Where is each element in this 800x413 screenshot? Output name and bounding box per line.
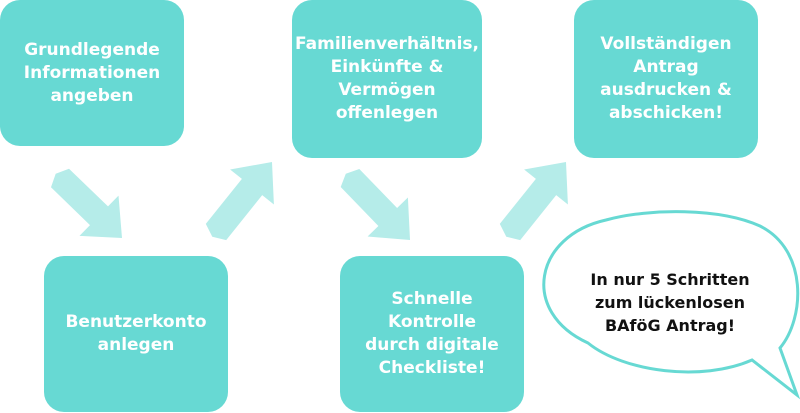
arrow-step2-to-step3 [205,162,274,241]
callout-text: In nur 5 Schritten zum lückenlosen BAföG… [590,269,750,335]
step-2-label: Benutzerkonto anlegen [65,312,207,355]
step-5-box: Vollständigen Antrag ausdrucken & abschi… [574,0,758,158]
step-4-label: Schnelle Kontrolle durch digitale Checkl… [365,289,499,378]
step-5-label: Vollständigen Antrag ausdrucken & abschi… [600,34,732,123]
step-4-box: Schnelle Kontrolle durch digitale Checkl… [340,256,524,412]
step-1-label: Grundlegende Informationen angeben [23,39,161,106]
step-3-box: Familienverhältnis, Einkünfte & Vermögen… [292,0,482,158]
speech-bubble [542,210,800,400]
arrow-step4-to-step5 [499,162,568,241]
step-1-box: Grundlegende Informationen angeben [0,0,184,146]
step-2-box: Benutzerkonto anlegen [44,256,228,412]
step-3-label: Familienverhältnis, Einkünfte & Vermögen… [295,34,479,123]
arrow-layer [51,162,568,241]
arrow-step3-to-step4 [340,169,410,240]
arrow-step1-to-step2 [51,168,122,238]
